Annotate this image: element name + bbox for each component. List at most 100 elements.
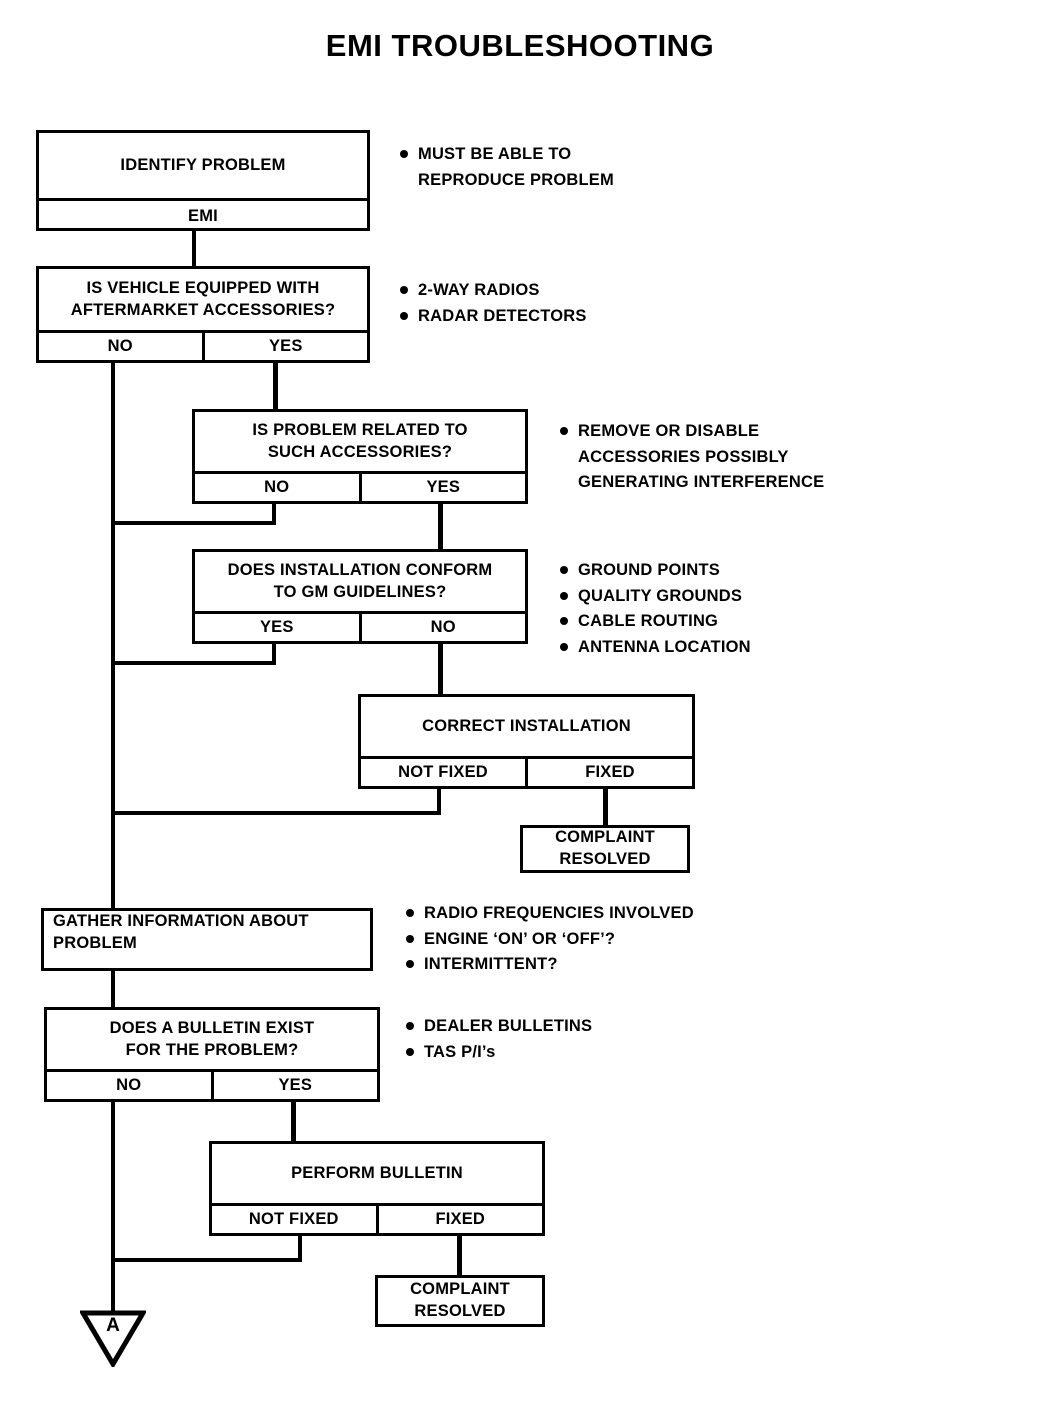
node-problem-related-title-line2: SUCH ACCESSORIES?	[267, 442, 453, 461]
option-yes[interactable]: YES	[358, 474, 526, 501]
bullet-dot-icon	[560, 617, 568, 626]
node-bulletin-exist[interactable]: DOES A BULLETIN EXIST FOR THE PROBLEM? N…	[44, 1007, 380, 1102]
node-problem-related-title-line1: IS PROBLEM RELATED TO	[252, 420, 468, 439]
bullet-dot-icon	[560, 591, 568, 600]
note-item: RADIO FREQUENCIES INVOLVED	[406, 901, 806, 927]
notes-identify-problem: MUST BE ABLE TO REPRODUCE PROBLEM	[400, 142, 730, 193]
node-identify-problem-options: EMI	[39, 198, 367, 231]
note-item: CABLE ROUTING	[560, 609, 940, 635]
connector-correct-fixed	[603, 789, 608, 827]
node-problem-related[interactable]: IS PROBLEM RELATED TO SUCH ACCESSORIES? …	[192, 409, 528, 504]
offpage-connector-a[interactable]: A	[80, 1309, 146, 1367]
option-yes[interactable]: YES	[259, 618, 294, 636]
note-text: RADAR DETECTORS	[418, 306, 587, 325]
option-emi[interactable]: EMI	[188, 206, 218, 225]
note-item: GENERATING INTERFERENCE	[560, 470, 940, 496]
node-perform-bulletin[interactable]: PERFORM BULLETIN NOT FIXED FIXED	[209, 1141, 545, 1236]
connector-correct-not-fixed-down	[437, 789, 441, 815]
note-text: GENERATING INTERFERENCE	[578, 473, 825, 492]
offpage-connector-label: A	[106, 1315, 120, 1336]
node-complaint-resolved-lower[interactable]: COMPLAINT RESOLVED	[375, 1275, 545, 1327]
node-correct-installation-options: NOT FIXED FIXED	[361, 756, 692, 786]
node-installation-conform-title: DOES INSTALLATION CONFORM TO GM GUIDELIN…	[195, 552, 525, 611]
option-fixed[interactable]: FIXED	[525, 759, 692, 786]
connector-aftermarket-no-trunk	[111, 363, 115, 1311]
option-not-fixed[interactable]: NOT FIXED	[398, 763, 488, 781]
note-item: MUST BE ABLE TO	[400, 142, 730, 168]
note-text: ACCESSORIES POSSIBLY	[578, 447, 789, 466]
bullet-dot-icon	[560, 453, 568, 461]
note-item: ANTENNA LOCATION	[560, 635, 940, 661]
node-correct-installation[interactable]: CORRECT INSTALLATION NOT FIXED FIXED	[358, 694, 695, 789]
option-not-fixed[interactable]: NOT FIXED	[248, 1210, 339, 1228]
note-text: ENGINE ‘ON’ OR ‘OFF’?	[424, 929, 616, 948]
node-aftermarket-accessories[interactable]: IS VEHICLE EQUIPPED WITH AFTERMARKET ACC…	[36, 266, 370, 363]
option-yes[interactable]: YES	[210, 1072, 378, 1099]
option-no[interactable]: NO	[264, 478, 290, 496]
connector-bulletin-not-fixed-left	[111, 1258, 302, 1262]
note-text: ANTENNA LOCATION	[578, 637, 751, 656]
connector-conform-yes-left	[111, 661, 276, 665]
bullet-dot-icon	[400, 150, 408, 158]
bullet-dot-icon	[400, 286, 408, 294]
connector-bulletin-fixed	[457, 1236, 462, 1276]
note-text: GROUND POINTS	[578, 561, 720, 579]
node-gather-information-title: GATHER INFORMATION ABOUT PROBLEM	[44, 911, 370, 968]
complaint-resolved-line1: COMPLAINT	[555, 828, 655, 847]
node-correct-installation-title: CORRECT INSTALLATION	[422, 716, 631, 735]
node-perform-bulletin-options: NOT FIXED FIXED	[212, 1203, 542, 1233]
node-gather-information[interactable]: GATHER INFORMATION ABOUT PROBLEM	[41, 908, 373, 971]
complaint-resolved-line2: RESOLVED	[414, 1302, 506, 1320]
complaint-resolved-line2: RESOLVED	[559, 850, 651, 868]
connector-bulletin-yes	[291, 1102, 296, 1143]
note-text: TAS P/I’s	[424, 1042, 496, 1061]
note-text: DEALER BULLETINS	[424, 1017, 593, 1035]
notes-bulletin-exist: DEALER BULLETINS TAS P/I’s	[406, 1014, 786, 1065]
option-no[interactable]: NO	[116, 1076, 142, 1094]
connector-gather-to-bulletin	[111, 971, 115, 1007]
note-text: MUST BE ABLE TO	[418, 145, 572, 163]
node-complaint-resolved-upper-title: COMPLAINT RESOLVED	[523, 828, 687, 870]
option-no[interactable]: NO	[107, 337, 133, 355]
bullet-dot-icon	[406, 934, 414, 943]
node-identify-problem[interactable]: IDENTIFY PROBLEM EMI	[36, 130, 370, 231]
note-item: GROUND POINTS	[560, 558, 940, 584]
note-text: REMOVE OR DISABLE	[578, 422, 760, 440]
note-item: ENGINE ‘ON’ OR ‘OFF’?	[406, 927, 806, 953]
bullet-dot-icon	[406, 1047, 414, 1056]
note-item: 2-WAY RADIOS	[400, 278, 730, 304]
bullet-dot-icon	[400, 176, 408, 184]
option-fixed[interactable]: FIXED	[375, 1206, 543, 1233]
note-item: INTERMITTENT?	[406, 952, 806, 978]
node-perform-bulletin-title: PERFORM BULLETIN	[291, 1163, 463, 1182]
note-text: RADIO FREQUENCIES INVOLVED	[424, 904, 694, 922]
node-aftermarket-title-line1: IS VEHICLE EQUIPPED WITH	[86, 278, 320, 297]
node-gather-information-line1: GATHER INFORMATION ABOUT	[53, 912, 309, 930]
notes-aftermarket: 2-WAY RADIOS RADAR DETECTORS	[400, 278, 730, 329]
connector-problem-related-no-left	[111, 521, 276, 525]
node-gather-information-line2: PROBLEM	[53, 933, 137, 952]
node-bulletin-exist-title: DOES A BULLETIN EXIST FOR THE PROBLEM?	[47, 1010, 377, 1069]
notes-gather-information: RADIO FREQUENCIES INVOLVED ENGINE ‘ON’ O…	[406, 901, 806, 978]
note-text: CABLE ROUTING	[578, 612, 719, 631]
note-text: INTERMITTENT?	[424, 955, 558, 974]
connector-problem-related-yes	[438, 504, 443, 551]
option-yes[interactable]: YES	[201, 333, 368, 360]
note-item: QUALITY GROUNDS	[560, 584, 940, 610]
node-complaint-resolved-upper[interactable]: COMPLAINT RESOLVED	[520, 825, 690, 873]
note-item: DEALER BULLETINS	[406, 1014, 786, 1040]
bullet-dot-icon	[560, 427, 568, 435]
node-installation-conform-title-line2: TO GM GUIDELINES?	[273, 582, 447, 601]
notes-installation-conform: GROUND POINTS QUALITY GROUNDS CABLE ROUT…	[560, 558, 940, 660]
note-item: REMOVE OR DISABLE	[560, 419, 940, 445]
connector-identify-to-aftermarket	[192, 231, 196, 266]
connector-bulletin-not-fixed-down	[298, 1236, 302, 1262]
option-no[interactable]: NO	[358, 614, 526, 641]
node-installation-conform[interactable]: DOES INSTALLATION CONFORM TO GM GUIDELIN…	[192, 549, 528, 644]
node-aftermarket-title-line2: AFTERMARKET ACCESSORIES?	[70, 300, 336, 319]
connector-conform-no	[438, 644, 443, 696]
complaint-resolved-line1: COMPLAINT	[410, 1280, 510, 1299]
page-title: EMI TROUBLESHOOTING	[325, 28, 715, 63]
note-text: 2-WAY RADIOS	[418, 281, 540, 299]
